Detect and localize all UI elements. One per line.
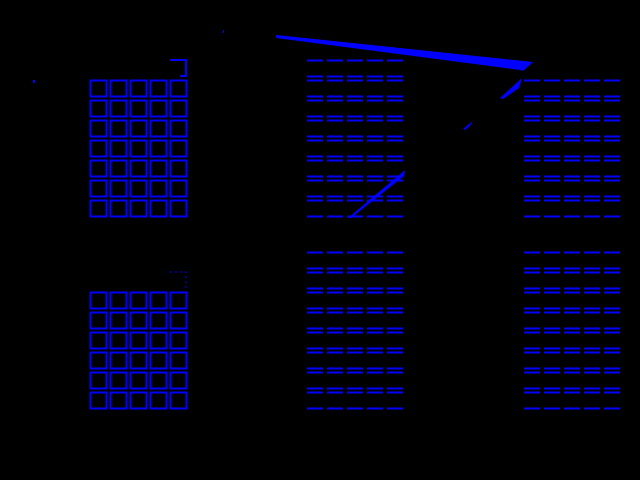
grid-square <box>129 311 148 330</box>
pixel-fragment <box>33 80 35 83</box>
grid-square <box>109 159 128 178</box>
grid-square <box>89 159 108 178</box>
grid-square <box>109 119 128 138</box>
grid-square <box>129 119 148 138</box>
grid-square <box>149 99 168 118</box>
grid-square <box>109 79 128 98</box>
grid-square <box>149 391 168 410</box>
grid-square <box>169 351 188 370</box>
grid-square <box>89 99 108 118</box>
grid-square <box>109 331 128 350</box>
grid-square <box>129 99 148 118</box>
grid-square <box>129 371 148 390</box>
grid-square <box>89 119 108 138</box>
grid-square <box>129 159 148 178</box>
grid-square <box>169 179 188 198</box>
grid-square <box>89 139 108 158</box>
grid-square <box>169 79 188 98</box>
grid-square <box>89 79 108 98</box>
pixel-fragment <box>223 30 224 33</box>
grid-square <box>169 291 188 310</box>
grid-square <box>89 179 108 198</box>
grid-square <box>169 159 188 178</box>
grid-square <box>129 199 148 218</box>
grid-square <box>169 311 188 330</box>
grid-square <box>129 391 148 410</box>
wireframe-shapes <box>33 30 620 410</box>
grid-square <box>169 119 188 138</box>
grid-square <box>149 119 168 138</box>
grid-square <box>109 311 128 330</box>
grid-square <box>129 351 148 370</box>
grid-square <box>109 179 128 198</box>
grid-square <box>89 311 108 330</box>
grid-square <box>129 79 148 98</box>
grid-square <box>149 179 168 198</box>
grid-square <box>149 311 168 330</box>
grid-square <box>89 331 108 350</box>
grid-square <box>149 199 168 218</box>
grid-square <box>89 291 108 310</box>
grid-square <box>129 139 148 158</box>
grid-square <box>129 291 148 310</box>
sliver-shape <box>348 170 405 218</box>
grid-square <box>149 291 168 310</box>
bracket-fragment <box>170 271 187 288</box>
grid-square <box>109 199 128 218</box>
grid-square <box>89 371 108 390</box>
grid-square <box>149 159 168 178</box>
wedge-shape <box>276 35 533 71</box>
grid-square <box>129 331 148 350</box>
grid-square <box>169 371 188 390</box>
grid-square <box>149 371 168 390</box>
grid-square <box>109 391 128 410</box>
grid-square <box>169 139 188 158</box>
grid-square <box>109 291 128 310</box>
grid-square <box>149 139 168 158</box>
grid-square <box>169 199 188 218</box>
grid-square <box>109 99 128 118</box>
grid-square <box>109 139 128 158</box>
grid-square <box>89 199 108 218</box>
grid-square <box>169 391 188 410</box>
grid-square <box>149 79 168 98</box>
grid-square <box>89 391 108 410</box>
sliver-shape <box>500 78 522 99</box>
grid-square <box>149 331 168 350</box>
grid-square <box>109 351 128 370</box>
grid-square <box>89 351 108 370</box>
grid-square <box>169 99 188 118</box>
grid-square <box>169 331 188 350</box>
grid-square <box>109 371 128 390</box>
grid-square <box>149 351 168 370</box>
bracket-fragment <box>170 59 187 77</box>
grid-square <box>129 179 148 198</box>
sliver-shape <box>463 121 473 130</box>
